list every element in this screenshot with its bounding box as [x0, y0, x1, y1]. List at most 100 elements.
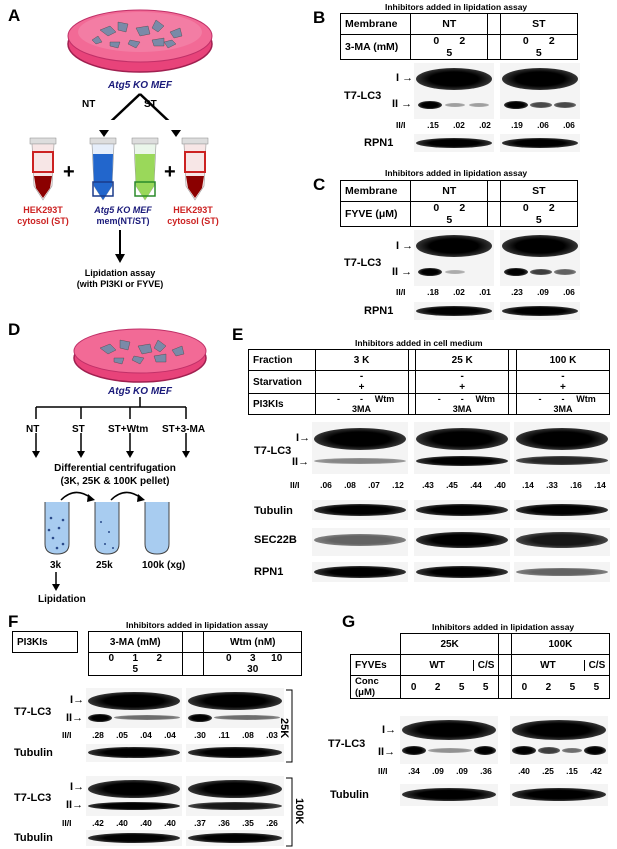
panel-g-band-ii: [584, 746, 606, 755]
panel-g-fyve-label: FYVEs: [349, 654, 402, 676]
panel-f-side-brackets: [286, 689, 293, 847]
panel-d-tubes: [44, 491, 170, 555]
panel-g-group-100k: 100K: [510, 633, 611, 655]
panel-b-arrow-ii: II →: [392, 98, 413, 110]
panel-f-band-i: [188, 780, 282, 798]
panel-e-fraction-label: Fraction: [248, 349, 316, 371]
panel-c-letter: C: [313, 175, 326, 194]
panel-f-tubulin-band: [188, 833, 282, 843]
panel-c-caption: Inhibitors added in lipidation assay: [385, 168, 528, 178]
panel-g-ratios: .34.09.09.36.40.25.15.42: [408, 766, 602, 776]
panel-f-band-ii: [114, 715, 180, 720]
panel-e-rpn1-label: RPN1: [254, 566, 284, 578]
panel-f-letter: F: [8, 612, 19, 631]
panel-e-pi3k-label: PI3KIs: [248, 393, 316, 415]
panel-c-rpn1-band: [416, 306, 492, 316]
panel-e-band-i: [416, 428, 508, 450]
panel-e-tubulin-band: [314, 504, 406, 516]
panel-f-side-100k: 100K: [293, 798, 305, 825]
panel-e-tubulin-band: [416, 504, 508, 516]
panel-f-25k-blot-label: T7-LC3: [14, 706, 52, 718]
panel-g-band-i: [402, 720, 496, 740]
panel-c-dose-label: FYVE (μM): [339, 201, 412, 227]
panel-a-nt-label: NT: [82, 99, 96, 110]
panel-f-tubulin-band: [88, 833, 180, 843]
panel-c-band-ii: [504, 268, 528, 276]
panel-b-band-ii: [554, 102, 576, 108]
panel-b-band-ii: [530, 102, 552, 108]
panel-c-band-ii: [418, 268, 442, 276]
panel-g-ratio-label: II/I: [378, 766, 388, 776]
panel-e-blot-label: T7-LC3: [254, 445, 292, 457]
panel-b-band-i-nt: [416, 68, 492, 90]
panel-b-dose-label: 3-MA (mM): [339, 34, 412, 60]
panel-d-tube-25k: 25k: [96, 560, 113, 571]
panel-d-dish-diagram: Atg5 KO MEF: [73, 328, 207, 397]
panel-b-ratio-label: II/I: [396, 120, 406, 130]
panel-g-group-25k: 25K: [400, 633, 500, 655]
panel-c-band-i-nt: [416, 235, 492, 257]
panel-a-plus-1: +: [63, 161, 75, 183]
panel-f-band-i: [88, 692, 180, 710]
panel-e-starvation-label: Starvation: [248, 370, 316, 394]
panel-e-fraction-3k: 3 K: [314, 349, 409, 371]
panel-a-down-arrow: [115, 230, 125, 263]
panel-d-condition-st-wtm: ST+Wtm: [108, 424, 149, 435]
panel-b-membrane-label: Membrane: [339, 13, 412, 35]
panel-f-arrow-ii: II→: [66, 799, 84, 811]
panel-b-group-nt: NT: [410, 13, 489, 35]
panel-f-band-i: [188, 692, 282, 710]
panel-f-arrow-i: I→: [70, 694, 85, 706]
panel-b-band-ii: [469, 103, 489, 107]
panel-c-band-ii: [530, 269, 552, 275]
panel-g-caption: Inhibitors added in lipidation assay: [432, 622, 575, 632]
panel-f-caption: Inhibitors added in lipidation assay: [126, 620, 269, 630]
panel-e-sec22b-band: [314, 534, 406, 546]
panel-f-100k-ratio-label: II/I: [62, 818, 72, 828]
panel-g-band-i: [512, 720, 606, 740]
panel-d-tube-3k: 3k: [50, 560, 62, 571]
panel-d-fork-lines: [32, 397, 190, 458]
panel-b-blot-label: T7-LC3: [344, 90, 382, 102]
panel-f-band-ii: [88, 802, 180, 810]
panel-e-tubulin-band: [516, 504, 608, 516]
panel-f-25k-ratios: .28.05.04.04.30.11.08.03: [92, 730, 278, 740]
panel-f-tubulin-band: [88, 747, 180, 758]
panel-e-rpn1-band: [314, 566, 406, 578]
panel-f-side-25k: 25K: [278, 718, 290, 739]
panel-f-band-ii: [88, 714, 112, 722]
panel-e-band-i: [516, 428, 608, 450]
panel-d-condition-st: ST: [72, 424, 85, 435]
panel-f-100k-blot-label: T7-LC3: [14, 792, 52, 804]
panel-f-arrow-ii: II→: [66, 712, 84, 724]
panel-b-rpn1-band: [502, 138, 578, 148]
panel-d-dish-label: Atg5 KO MEF: [107, 386, 173, 397]
panel-c-band-ii: [554, 269, 576, 275]
panel-c-band-ii: [445, 270, 465, 274]
panel-f-100k-ratios: .42.40.40.40.37.36.35.26: [92, 818, 278, 828]
panel-f-group-3ma: 3-MA (mM): [88, 631, 183, 653]
panel-c-rpn1-band: [502, 306, 578, 316]
panel-e-band-i: [314, 428, 406, 450]
panel-g-arrow-ii: II→: [378, 746, 396, 758]
panel-e-sec22b-label: SEC22B: [254, 534, 297, 546]
panel-d-centrifugation-label: Differential centrifugation(3K, 25K & 10…: [54, 463, 176, 487]
panel-f-band-ii: [188, 714, 212, 722]
panel-c-blot-label: T7-LC3: [344, 257, 382, 269]
panel-e-tubulin-label: Tubulin: [254, 505, 293, 517]
panel-e-band-ii: [314, 458, 406, 464]
panel-b-letter: B: [313, 8, 326, 27]
panel-a-dish-label: Atg5 KO MEF: [107, 80, 173, 91]
